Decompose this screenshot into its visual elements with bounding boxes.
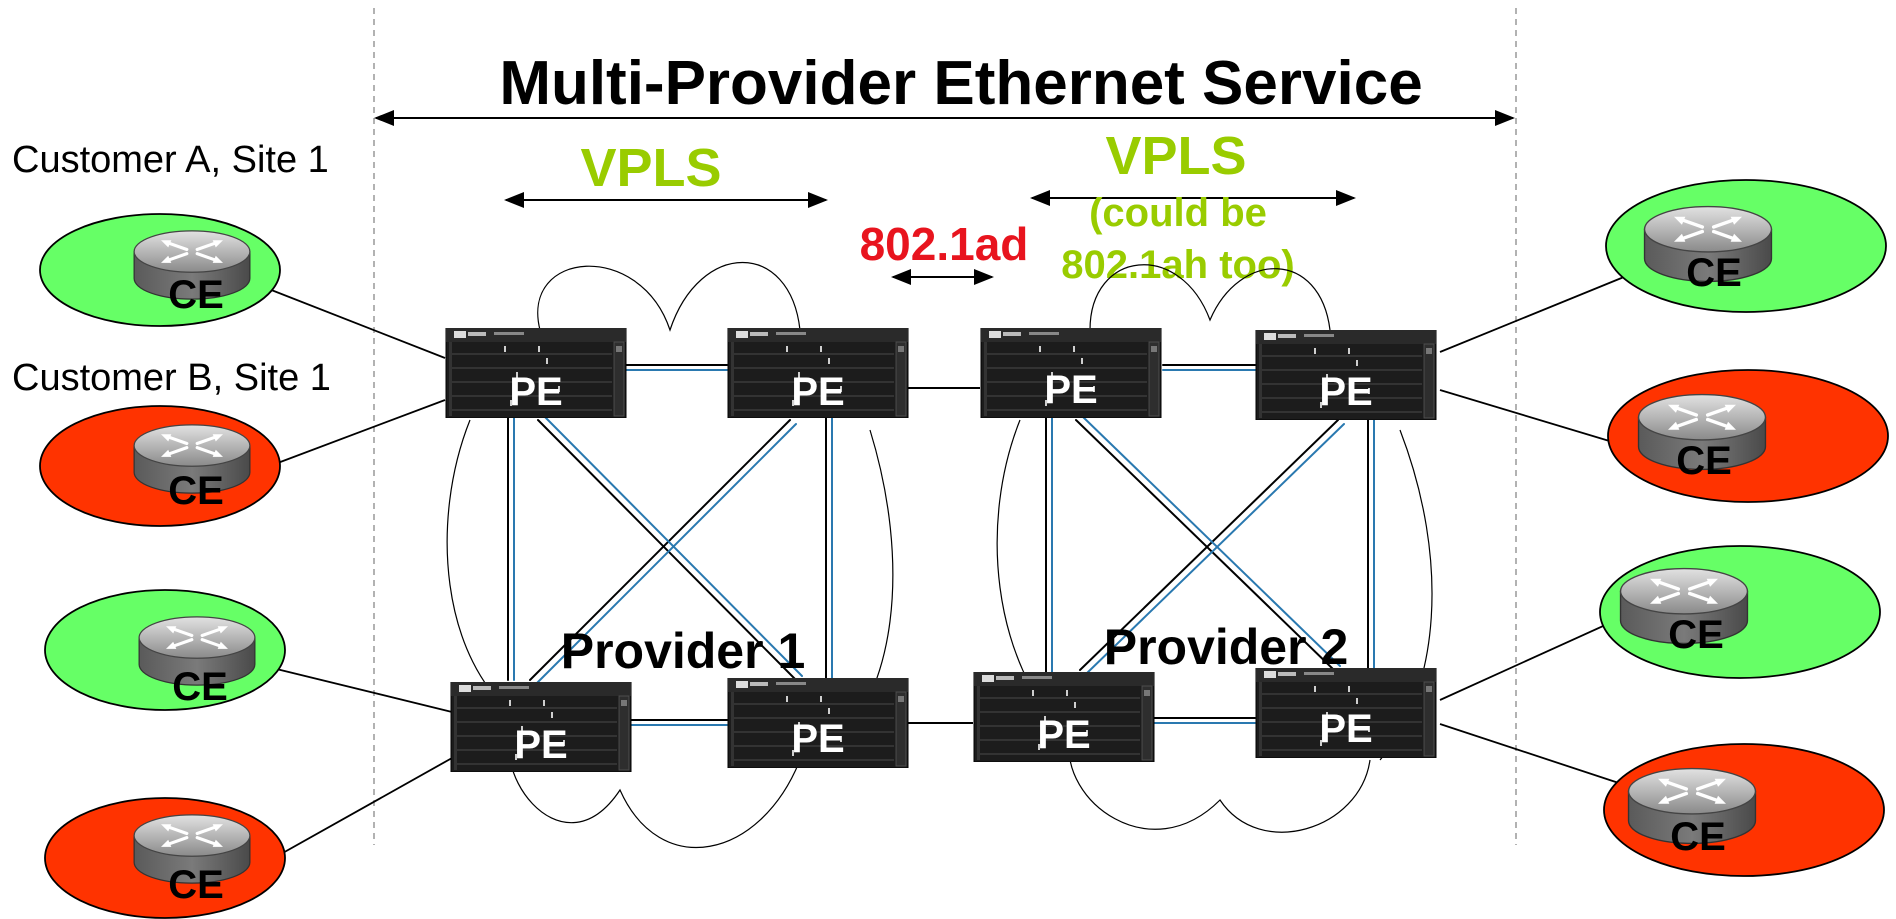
ce-node-right-1: CE (1605, 179, 1887, 313)
vpls-right-label: VPLS (1105, 126, 1246, 186)
ce-node-left-3: CE (44, 589, 286, 711)
pe-node-p1-bottom-left: PE (450, 682, 632, 772)
ce-label: CE (168, 469, 224, 513)
pe-label: PE (509, 370, 562, 414)
provider2-label: Provider 2 (1104, 619, 1349, 675)
pe-label: PE (791, 717, 844, 761)
pe-label: PE (791, 370, 844, 414)
interconnect-label: 802.1ad (860, 218, 1029, 270)
ce-label: CE (1676, 439, 1732, 483)
ce-node-customer-b-site1: CE (39, 405, 281, 527)
provider1-mesh-links (507, 364, 833, 726)
provider2-mesh-links (1045, 364, 1375, 724)
pe-node-p1-bottom-right: PE (727, 678, 909, 768)
vpls-right-note-line1: (could be (1089, 191, 1267, 235)
pe-label: PE (1319, 707, 1372, 751)
ce-node-customer-a-site1: CE (39, 213, 281, 327)
ce-label: CE (168, 273, 224, 317)
ce-node-right-3: CE (1599, 545, 1881, 679)
pe-label: PE (514, 723, 567, 767)
ce-label: CE (168, 863, 224, 907)
pe-node-p2-bottom-left: PE (973, 672, 1155, 762)
vpls-right-note-line2: 802.1ah too) (1061, 243, 1294, 287)
customer-a-site1-label: Customer A, Site 1 (12, 139, 329, 181)
pe-label: PE (1037, 713, 1090, 757)
ce-access-links (255, 267, 1647, 869)
provider1-label: Provider 1 (561, 623, 806, 679)
pe-node-p2-bottom-right: PE (1255, 668, 1437, 758)
diagram-title: Multi-Provider Ethernet Service (499, 49, 1422, 118)
pe-label: PE (1319, 370, 1372, 414)
ce-label: CE (172, 665, 228, 709)
pe-node-p1-top-left: PE (445, 328, 627, 418)
customer-b-site1-label: Customer B, Site 1 (12, 357, 331, 399)
pe-label: PE (1044, 368, 1097, 412)
ce-node-left-4: CE (44, 797, 286, 919)
ce-label: CE (1668, 613, 1724, 657)
pe-node-p2-top-left: PE (980, 328, 1162, 418)
ce-node-right-4: CE (1603, 743, 1885, 877)
pe-node-p1-top-right: PE (727, 328, 909, 418)
ce-label: CE (1686, 251, 1742, 295)
vpls-left-label: VPLS (580, 138, 721, 198)
pe-node-p2-top-right: PE (1255, 330, 1437, 420)
ce-node-right-2: CE (1607, 369, 1889, 503)
ce-label: CE (1670, 815, 1726, 859)
